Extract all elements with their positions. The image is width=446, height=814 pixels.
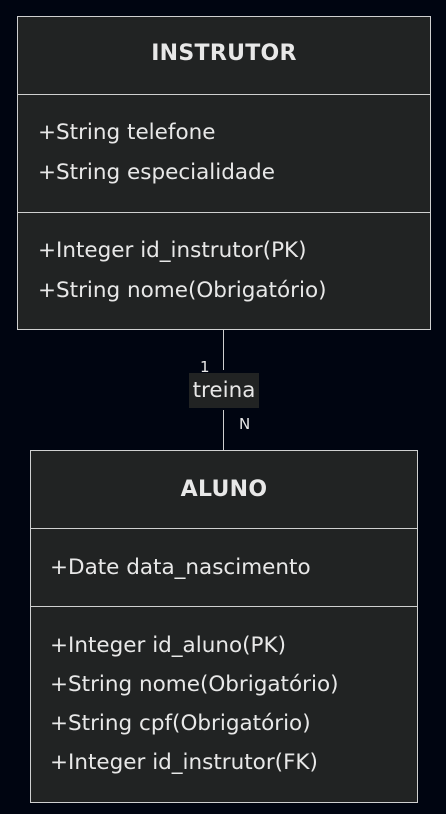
divider <box>31 528 417 529</box>
relationship-line <box>223 410 224 450</box>
divider <box>31 606 417 607</box>
key-cpf: +String cpf(Obrigatório) <box>50 711 311 736</box>
relationship-label[interactable]: treina <box>189 373 259 408</box>
class-title-instrutor: INSTRUTOR <box>151 41 297 66</box>
attribute-especialidade: +String especialidade <box>38 160 275 185</box>
key-id-instrutor: +Integer id_instrutor(PK) <box>38 238 307 263</box>
cardinality-from: 1 <box>200 358 210 376</box>
key-id-instrutor-fk: +Integer id_instrutor(FK) <box>50 750 318 775</box>
divider <box>18 212 430 213</box>
cardinality-to: N <box>239 415 251 433</box>
key-nome: +String nome(Obrigatório) <box>50 672 339 697</box>
attribute-telefone: +String telefone <box>38 120 216 145</box>
class-title-aluno: ALUNO <box>180 477 268 502</box>
divider <box>18 94 430 95</box>
attribute-data-nascimento: +Date data_nascimento <box>50 555 311 580</box>
relationship-line <box>223 330 224 370</box>
key-nome: +String nome(Obrigatório) <box>38 278 327 303</box>
class-box-aluno[interactable]: ALUNO +Date data_nascimento +Integer id_… <box>30 450 418 803</box>
key-id-aluno: +Integer id_aluno(PK) <box>50 633 286 658</box>
class-box-instrutor[interactable]: INSTRUTOR +String telefone +String espec… <box>17 16 431 330</box>
